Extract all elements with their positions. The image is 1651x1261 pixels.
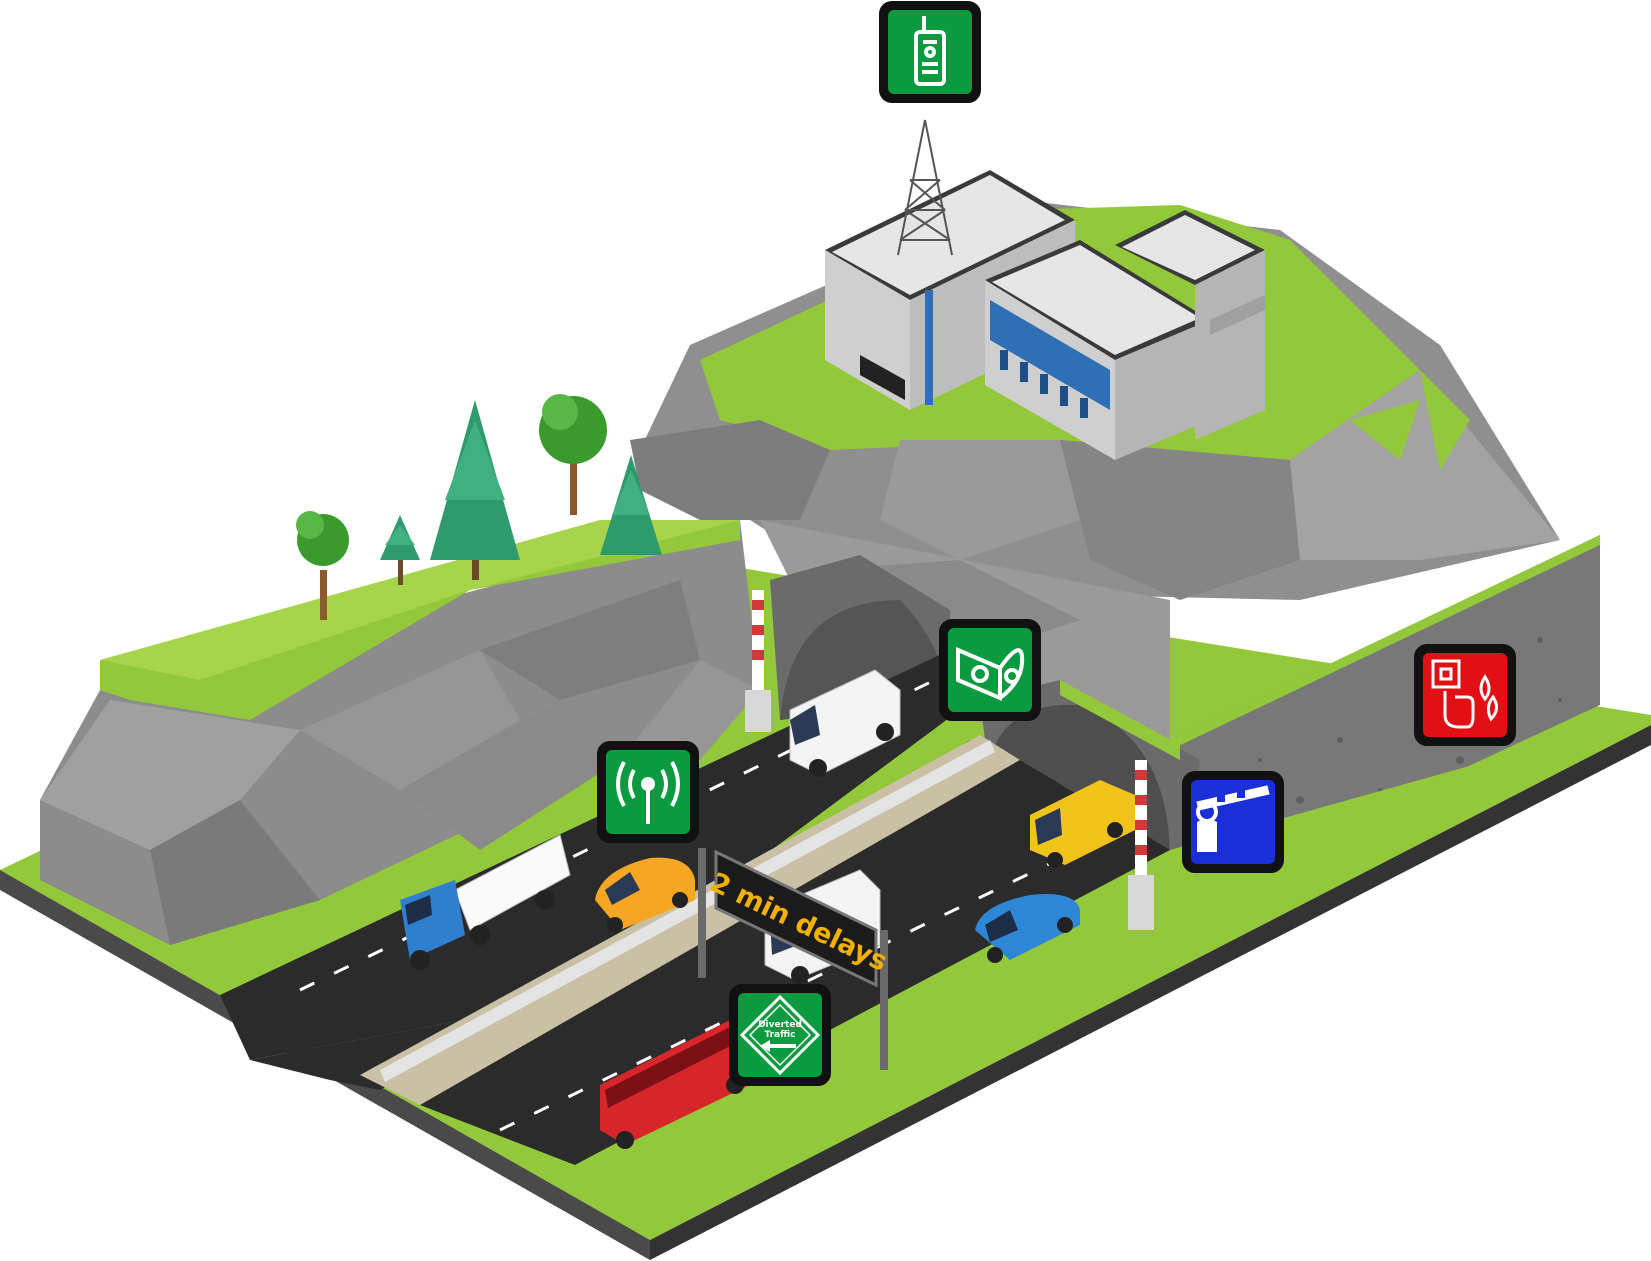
wireless-signal-icon xyxy=(616,761,680,824)
tree-pine-small xyxy=(380,515,420,585)
loudspeaker-icon xyxy=(956,646,1025,702)
diverted-traffic-tile[interactable]: Diverted Traffic xyxy=(729,984,831,1086)
pole-right xyxy=(1128,760,1154,930)
vehicle-blue-car xyxy=(975,894,1080,963)
wireless-signal-tile[interactable] xyxy=(597,741,699,843)
pole-left xyxy=(745,590,771,732)
fire-alarm-icon xyxy=(1431,659,1498,729)
radio-handset-icon xyxy=(914,16,946,86)
control-building xyxy=(825,119,1265,460)
tree-deciduous-left xyxy=(296,511,349,620)
radio-mast xyxy=(897,119,953,256)
tree-pine-right xyxy=(600,455,662,555)
vehicle-yellow-van xyxy=(1030,780,1135,868)
vehicle-orange-car xyxy=(595,857,695,933)
tree-pine-large xyxy=(430,400,520,580)
vehicle-blue-truck xyxy=(400,834,571,970)
vehicle-white-van xyxy=(789,669,901,777)
trees xyxy=(296,394,662,620)
fire-alarm-tile[interactable] xyxy=(1414,644,1516,746)
diverted-traffic-icon xyxy=(739,994,821,1076)
barrier-gate-tile[interactable] xyxy=(1182,771,1284,873)
diversion-line2: Traffic xyxy=(764,1030,795,1040)
barrier-poles xyxy=(745,590,1154,930)
left-cliff xyxy=(40,520,760,945)
barrier-gate-icon xyxy=(1196,785,1270,852)
tree-deciduous-right xyxy=(539,394,607,515)
diversion-line1: Diverted xyxy=(758,1020,802,1030)
radio-handset-tile[interactable] xyxy=(879,1,981,103)
vms-gantry xyxy=(698,848,888,1070)
loudspeaker-tile[interactable] xyxy=(939,619,1041,721)
